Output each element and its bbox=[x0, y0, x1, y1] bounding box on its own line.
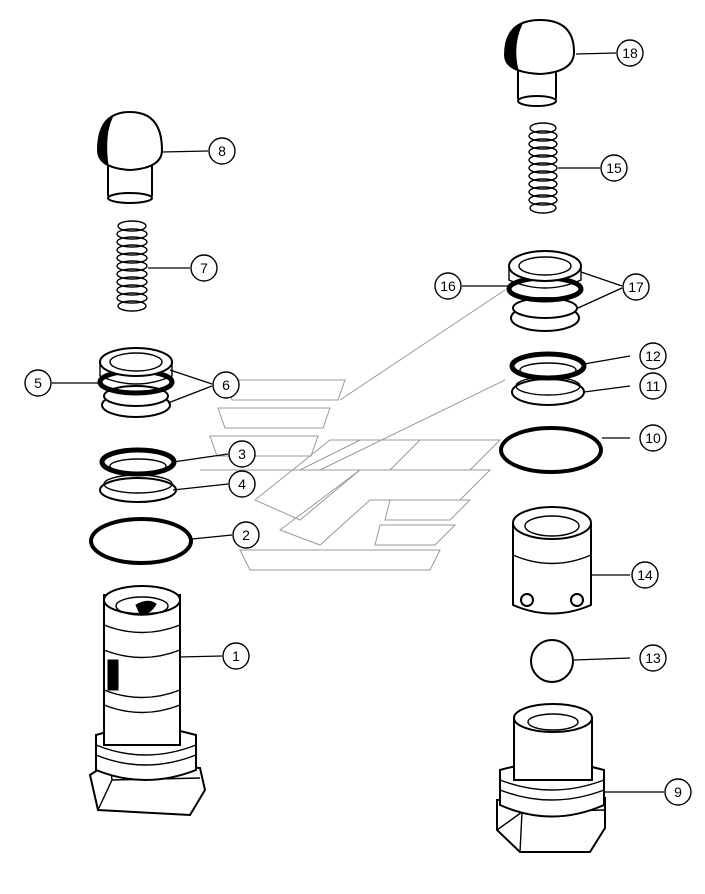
callout-12: 12 bbox=[639, 342, 667, 370]
callout-15: 15 bbox=[600, 154, 628, 182]
leader-lines bbox=[52, 52, 664, 793]
callout-10: 10 bbox=[639, 424, 667, 452]
part-oring-left bbox=[89, 517, 193, 565]
part-knob-right bbox=[503, 18, 576, 107]
callout-13: 13 bbox=[639, 644, 667, 672]
part-seat-left bbox=[97, 347, 175, 418]
callout-8: 8 bbox=[208, 137, 236, 165]
callout-label-12: 12 bbox=[645, 348, 661, 364]
part-valve-body-left bbox=[88, 585, 207, 817]
callout-label-2: 2 bbox=[242, 527, 250, 543]
part-ring-washer-left bbox=[99, 447, 177, 503]
part-seat-right bbox=[506, 250, 584, 332]
watermark-logo bbox=[200, 289, 506, 571]
callout-9: 9 bbox=[664, 778, 692, 806]
callout-6: 6 bbox=[212, 371, 240, 399]
part-plug-right bbox=[496, 703, 606, 853]
callout-label-10: 10 bbox=[645, 430, 661, 446]
callout-label-9: 9 bbox=[674, 784, 682, 800]
callout-label-17: 17 bbox=[628, 279, 644, 295]
part-ring-washer-right bbox=[509, 351, 587, 406]
callout-label-3: 3 bbox=[238, 446, 246, 462]
callout-label-18: 18 bbox=[622, 45, 638, 61]
callout-label-6: 6 bbox=[222, 377, 230, 393]
callout-label-4: 4 bbox=[238, 476, 246, 492]
callout-4: 4 bbox=[228, 470, 256, 498]
callout-label-13: 13 bbox=[645, 650, 661, 666]
callout-5: 5 bbox=[24, 369, 52, 397]
callout-16: 16 bbox=[434, 272, 462, 300]
callout-2: 2 bbox=[232, 521, 260, 549]
callout-label-11: 11 bbox=[646, 378, 661, 394]
callout-label-15: 15 bbox=[606, 160, 622, 176]
callout-14: 14 bbox=[631, 561, 659, 589]
callout-label-1: 1 bbox=[232, 648, 240, 664]
part-spring-left bbox=[116, 220, 148, 312]
callout-1: 1 bbox=[222, 642, 250, 670]
callout-17: 17 bbox=[622, 273, 650, 301]
callout-label-8: 8 bbox=[218, 143, 226, 159]
callout-7: 7 bbox=[190, 254, 218, 282]
callout-18: 18 bbox=[616, 39, 644, 67]
callout-11: 11 bbox=[639, 372, 667, 400]
part-knob-left bbox=[96, 110, 164, 204]
callout-label-5: 5 bbox=[34, 375, 42, 391]
callout-label-14: 14 bbox=[637, 567, 653, 583]
callout-label-7: 7 bbox=[200, 260, 208, 276]
part-poppet-right bbox=[512, 506, 592, 615]
part-ball-right bbox=[530, 639, 574, 683]
part-spring-right bbox=[528, 122, 558, 214]
callout-3: 3 bbox=[228, 440, 256, 468]
callout-label-16: 16 bbox=[440, 278, 456, 294]
part-oring-right bbox=[499, 426, 603, 474]
